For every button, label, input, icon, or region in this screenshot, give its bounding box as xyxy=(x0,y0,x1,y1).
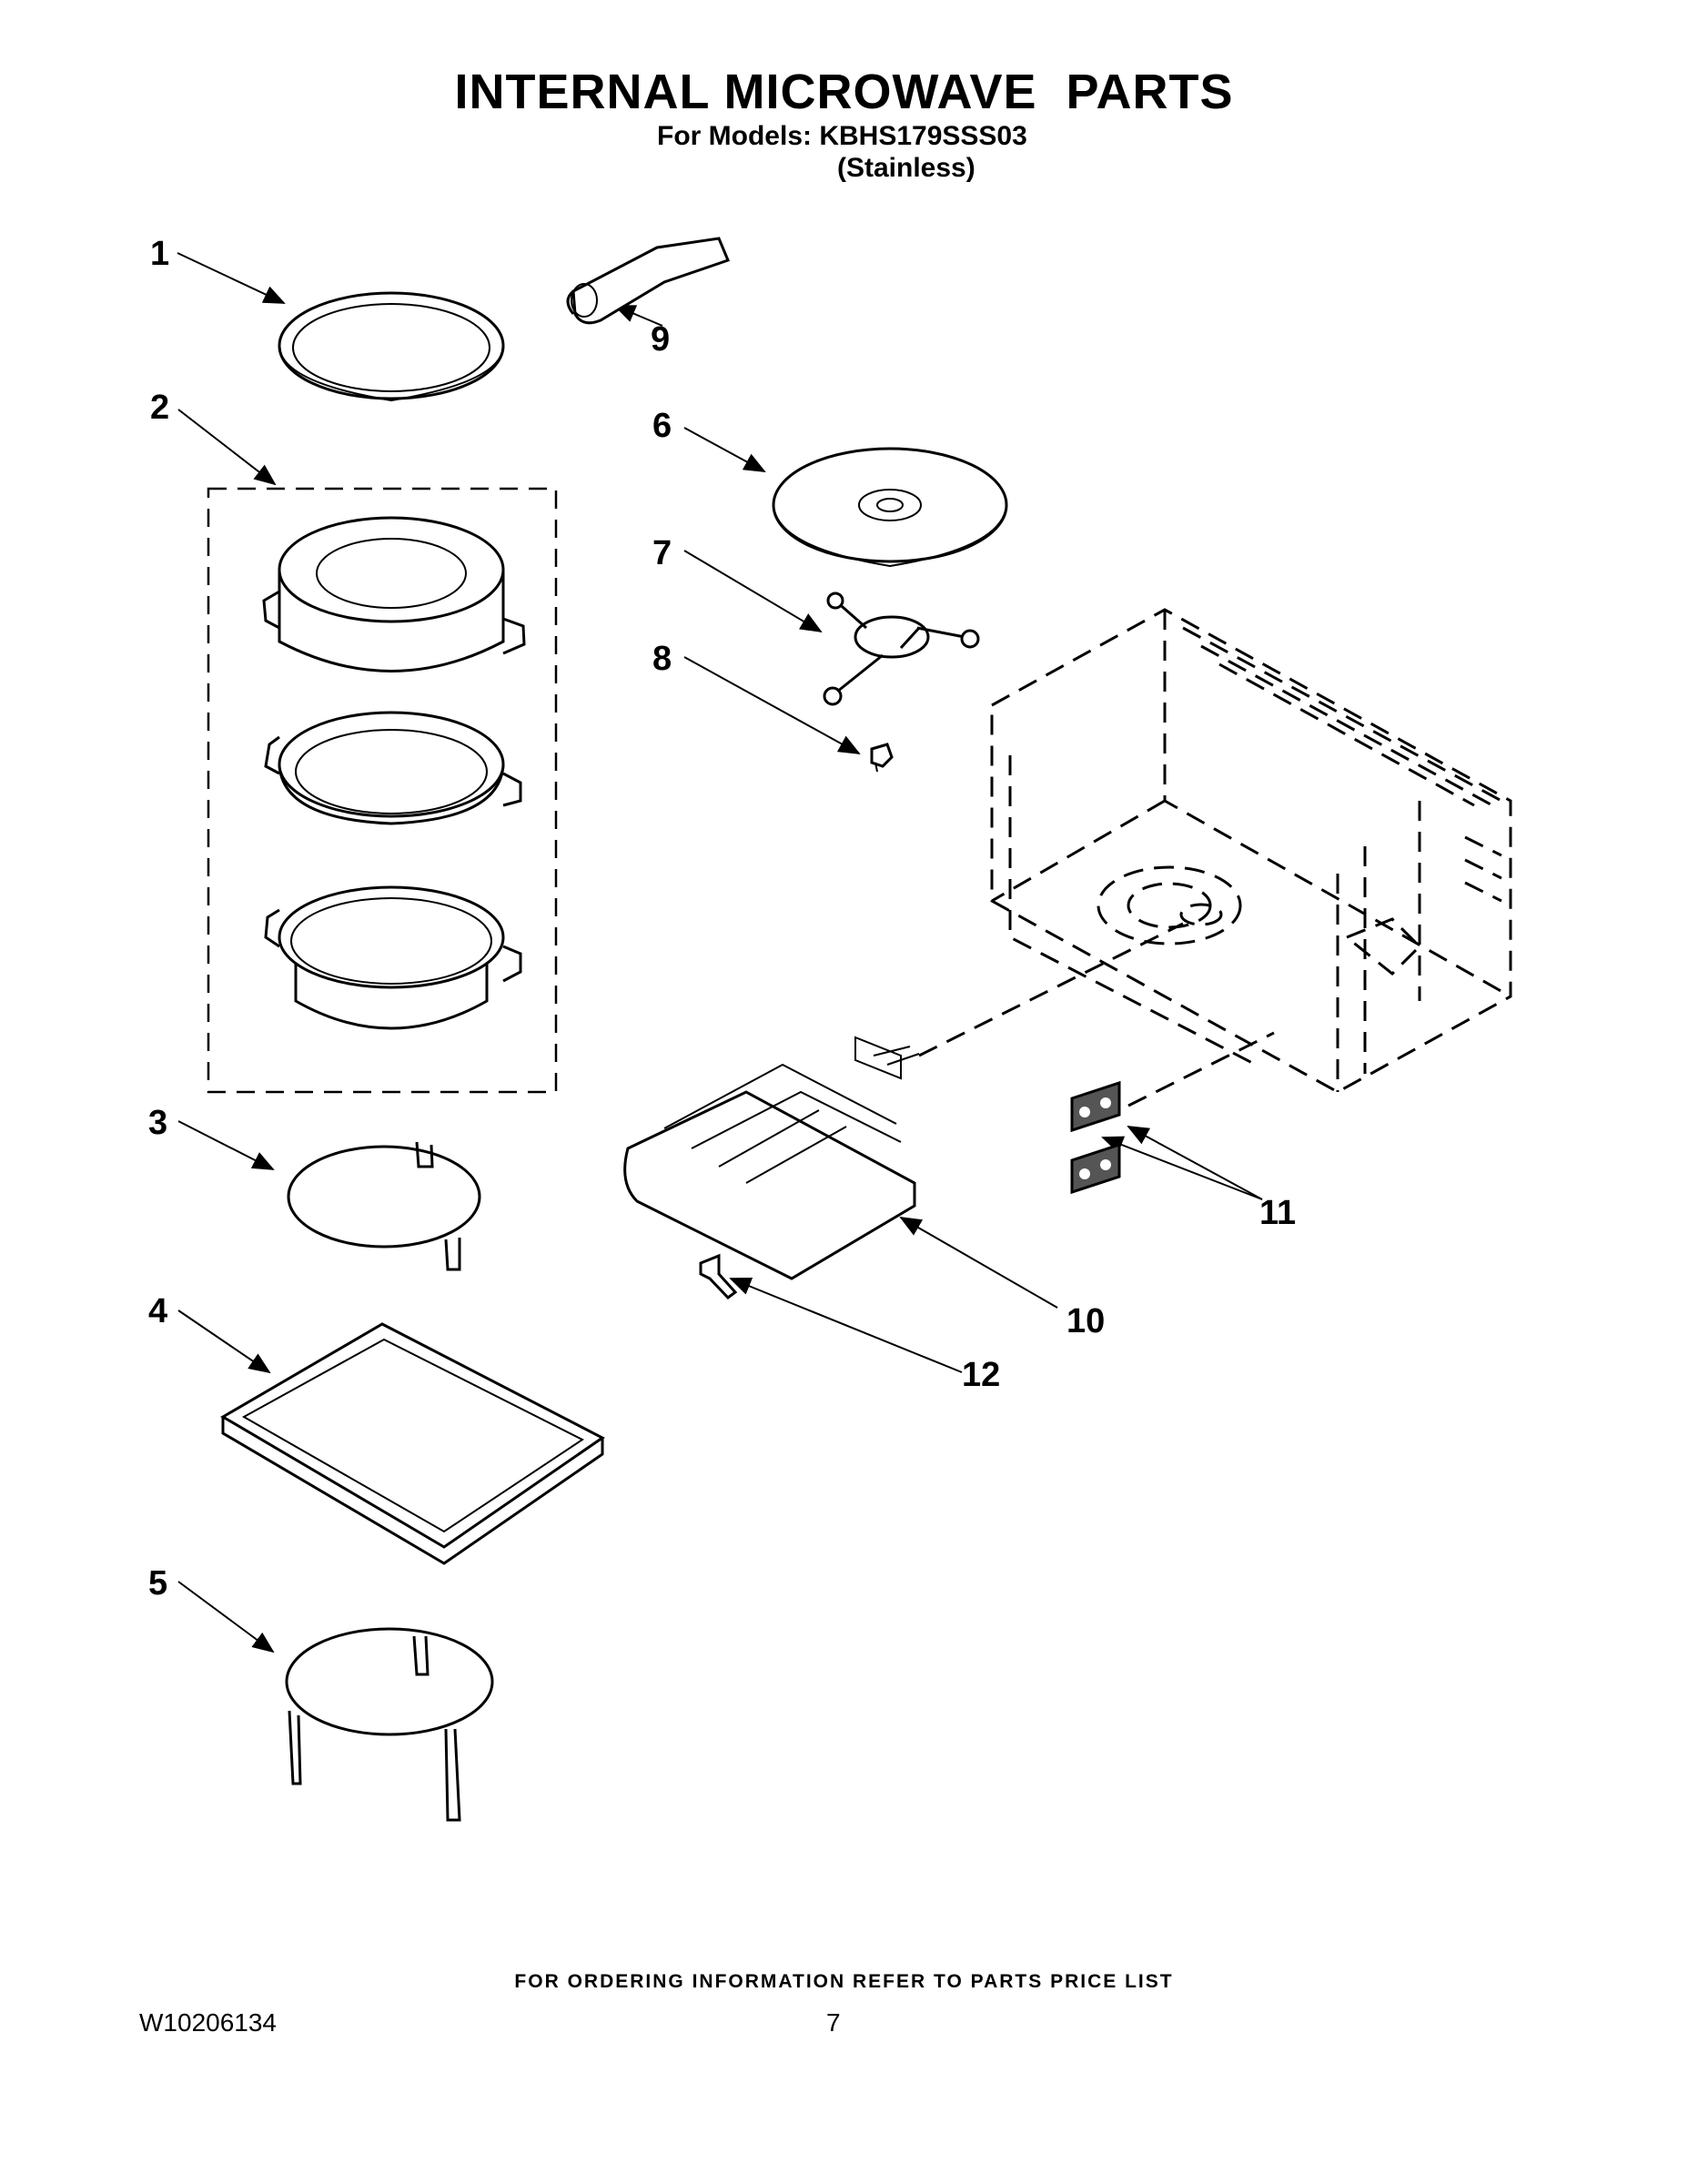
finish-label: (Stainless) xyxy=(837,153,975,183)
callout-4: 4 xyxy=(148,1292,167,1330)
callout-3: 3 xyxy=(148,1104,167,1142)
part-1-tray xyxy=(278,291,505,402)
part-6-turntable-tray xyxy=(772,447,1008,568)
part-9-handle xyxy=(566,237,730,325)
part-10-heating-element xyxy=(623,922,1275,1280)
callout-7: 7 xyxy=(652,534,672,572)
document-number: W10206134 xyxy=(139,2008,278,2037)
callout-5: 5 xyxy=(148,1564,167,1603)
leader-arrows xyxy=(177,252,1263,1653)
part-3-low-rack xyxy=(287,1141,481,1271)
callout-11: 11 xyxy=(1259,1194,1296,1232)
part-12-bracket xyxy=(699,1253,738,1299)
part-2-steamer-lid xyxy=(262,516,526,672)
part-5-high-rack xyxy=(285,1627,494,1822)
part-2-kit-box xyxy=(207,487,558,1094)
page-number: 7 xyxy=(826,2008,841,2037)
callout-10: 10 xyxy=(1066,1302,1105,1340)
part-7-roller-support xyxy=(823,592,980,706)
callout-2: 2 xyxy=(150,389,169,427)
part-4-baking-pan xyxy=(220,1322,605,1565)
page-title: INTERNAL MICROWAVE PARTS xyxy=(454,65,1234,119)
ordering-note: FOR ORDERING INFORMATION REFER TO PARTS … xyxy=(514,1971,1174,1992)
callout-12: 12 xyxy=(962,1356,1000,1394)
part-8-clip xyxy=(870,743,894,773)
part-2-steamer-pot xyxy=(264,885,522,1030)
microwave-cavity-outline xyxy=(990,608,1512,1094)
callout-6: 6 xyxy=(652,407,672,445)
callout-8: 8 xyxy=(652,640,672,678)
part-11-gaskets xyxy=(1070,1080,1121,1195)
callout-1: 1 xyxy=(150,235,169,273)
callout-9: 9 xyxy=(651,320,670,359)
part-2-steamer-basket xyxy=(264,711,522,825)
models-line: For Models: KBHS179SSS03 xyxy=(657,121,1027,151)
